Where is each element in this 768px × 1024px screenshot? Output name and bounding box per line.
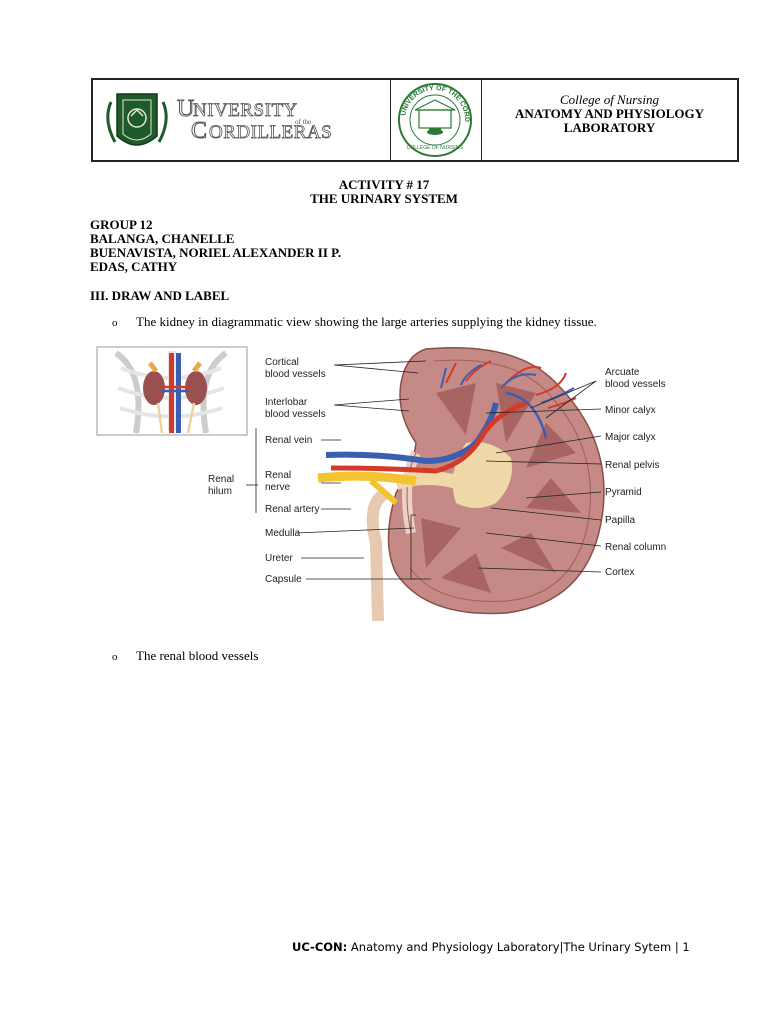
- activity-title: THE URINARY SYSTEM: [310, 191, 458, 206]
- label-renal-nerve-1: Renal: [265, 470, 291, 481]
- label-renal-pelvis: Renal pelvis: [605, 460, 659, 471]
- svg-text:of the: of the: [295, 118, 311, 126]
- group-name: GROUP 12: [90, 217, 153, 232]
- page-footer: UC-CON: Anatomy and Physiology Laborator…: [292, 940, 690, 954]
- label-pyramid: Pyramid: [605, 487, 642, 498]
- bullet-marker: o: [112, 317, 118, 329]
- label-major-calyx: Major calyx: [605, 432, 656, 443]
- label-minor-calyx: Minor calyx: [605, 405, 656, 416]
- ureter: [366, 487, 390, 622]
- torso-inset: [96, 346, 248, 436]
- list-item-text: The renal blood vessels: [136, 648, 259, 663]
- label-interlobar-2: blood vessels: [265, 409, 326, 420]
- lab-title-line1: ANATOMY AND PHYSIOLOGY: [515, 106, 704, 121]
- svg-text:C: C: [191, 118, 207, 144]
- label-ureter: Ureter: [265, 553, 293, 564]
- leader-lines: [246, 360, 602, 580]
- list-item-text: The kidney in diagrammatic view showing …: [136, 314, 597, 329]
- footer-text: Anatomy and Physiology Laboratory|The Ur…: [347, 940, 690, 954]
- svg-text:U: U: [177, 96, 195, 122]
- university-logo-cell: U NIVERSITY of the C ORDILLERAS: [93, 80, 391, 160]
- list-item: o The kidney in diagrammatic view showing…: [112, 314, 597, 330]
- svg-text:COLLEGE OF NURSING: COLLEGE OF NURSING: [407, 145, 464, 151]
- label-renal-artery: Renal artery: [265, 504, 319, 515]
- svg-text:ORDILLERAS: ORDILLERAS: [209, 122, 332, 143]
- medullary-pyramids: [421, 383, 581, 593]
- label-papilla: Papilla: [605, 515, 635, 526]
- label-renal-hilum-2: hilum: [208, 486, 232, 497]
- label-arcuate-1: Arcuate: [605, 367, 640, 378]
- footer-label: UC-CON:: [292, 940, 348, 954]
- college-name: College of Nursing: [560, 92, 659, 107]
- label-renal-column: Renal column: [605, 542, 666, 553]
- label-interlobar-1: Interlobar: [265, 397, 308, 408]
- group-member: BUENAVISTA, NORIEL ALEXANDER II P.: [90, 245, 342, 260]
- label-capsule: Capsule: [265, 574, 302, 585]
- label-cortex: Cortex: [605, 567, 634, 578]
- university-logo: U NIVERSITY of the C ORDILLERAS: [106, 93, 332, 146]
- university-crest-icon: [106, 93, 168, 146]
- label-cortical-2: blood vessels: [265, 369, 326, 380]
- header-table: U NIVERSITY of the C ORDILLERAS UNIVERSI…: [91, 75, 739, 162]
- group-block: GROUP 12 BALANGA, CHANELLE BUENAVISTA, N…: [90, 218, 341, 274]
- label-renal-nerve-2: nerve: [265, 482, 290, 493]
- svg-text:NIVERSITY: NIVERSITY: [193, 100, 298, 121]
- list-item: o The renal blood vessels: [112, 648, 258, 664]
- section-heading: III. DRAW AND LABEL: [90, 288, 230, 303]
- activity-number: ACTIVITY # 17: [338, 177, 430, 192]
- label-renal-hilum-1: Renal: [208, 474, 234, 485]
- label-medulla: Medulla: [265, 528, 300, 539]
- kidney-diagram: Cortical blood vessels Interlobar blood …: [96, 346, 666, 622]
- renal-vessels: [317, 360, 577, 506]
- label-arcuate-2: blood vessels: [605, 379, 666, 390]
- label-cortical-1: Cortical: [265, 357, 299, 368]
- lab-title-line2: LABORATORY: [563, 120, 656, 135]
- bullet-marker: o: [112, 651, 118, 663]
- group-member: BALANGA, CHANELLE: [90, 231, 235, 246]
- group-member: EDAS, CATHY: [90, 259, 178, 274]
- label-renal-vein: Renal vein: [265, 435, 312, 446]
- header-title-cell: College of Nursing ANATOMY AND PHYSIOLOG…: [482, 80, 737, 160]
